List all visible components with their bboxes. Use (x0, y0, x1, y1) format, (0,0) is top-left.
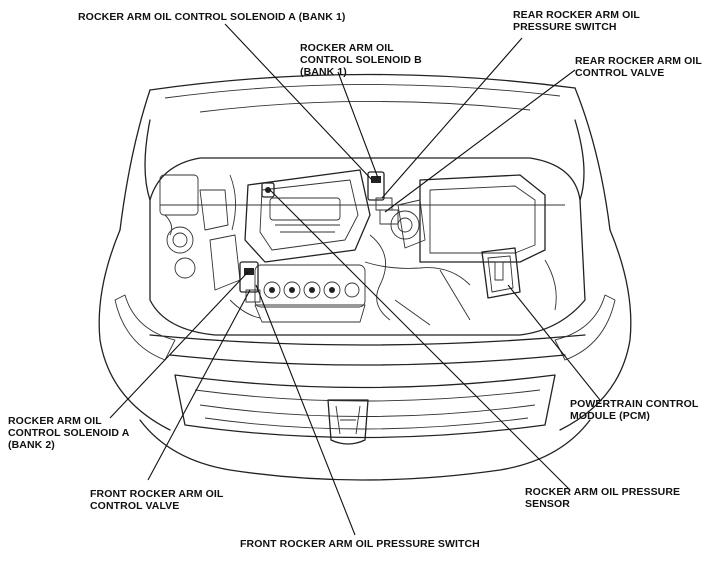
label-powertrain-control-module: POWERTRAIN CONTROL MODULE (PCM) (570, 398, 699, 422)
pressure-sensor-part (261, 182, 275, 198)
pcm-module (481, 247, 521, 299)
label-rocker-arm-oil-control-solenoid-a-bank2: ROCKER ARM OIL CONTROL SOLENOID A (BANK … (8, 415, 130, 451)
intake-runners (254, 264, 366, 323)
label-front-rocker-arm-oil-control-valve: FRONT ROCKER ARM OIL CONTROL VALVE (90, 488, 224, 512)
label-front-rocker-arm-oil-pressure-switch: FRONT ROCKER ARM OIL PRESSURE SWITCH (240, 538, 480, 550)
front-solenoid-cluster (239, 261, 261, 303)
leader-lines (109, 23, 601, 536)
label-rocker-arm-oil-control-solenoid-a-bank1: ROCKER ARM OIL CONTROL SOLENOID A (BANK … (78, 11, 346, 23)
honda-emblem (327, 399, 369, 445)
hoses (229, 174, 557, 326)
front-bumper (139, 334, 591, 481)
rear-solenoid-cluster (367, 171, 399, 225)
air-intake-box (390, 174, 546, 263)
label-rocker-arm-oil-control-solenoid-b-bank1: ROCKER ARM OIL CONTROL SOLENOID B (BANK … (300, 42, 422, 78)
engine-cover (244, 169, 371, 263)
label-rear-rocker-arm-oil-control-valve: REAR ROCKER ARM OIL CONTROL VALVE (575, 55, 702, 79)
engine-bay-opening (149, 157, 586, 336)
label-rocker-arm-oil-pressure-sensor: ROCKER ARM OIL PRESSURE SENSOR (525, 486, 681, 510)
label-rear-rocker-arm-oil-pressure-switch: REAR ROCKER ARM OIL PRESSURE SWITCH (513, 9, 640, 33)
left-components (159, 174, 241, 291)
body-outline (98, 119, 632, 431)
hood-outline (119, 73, 611, 231)
